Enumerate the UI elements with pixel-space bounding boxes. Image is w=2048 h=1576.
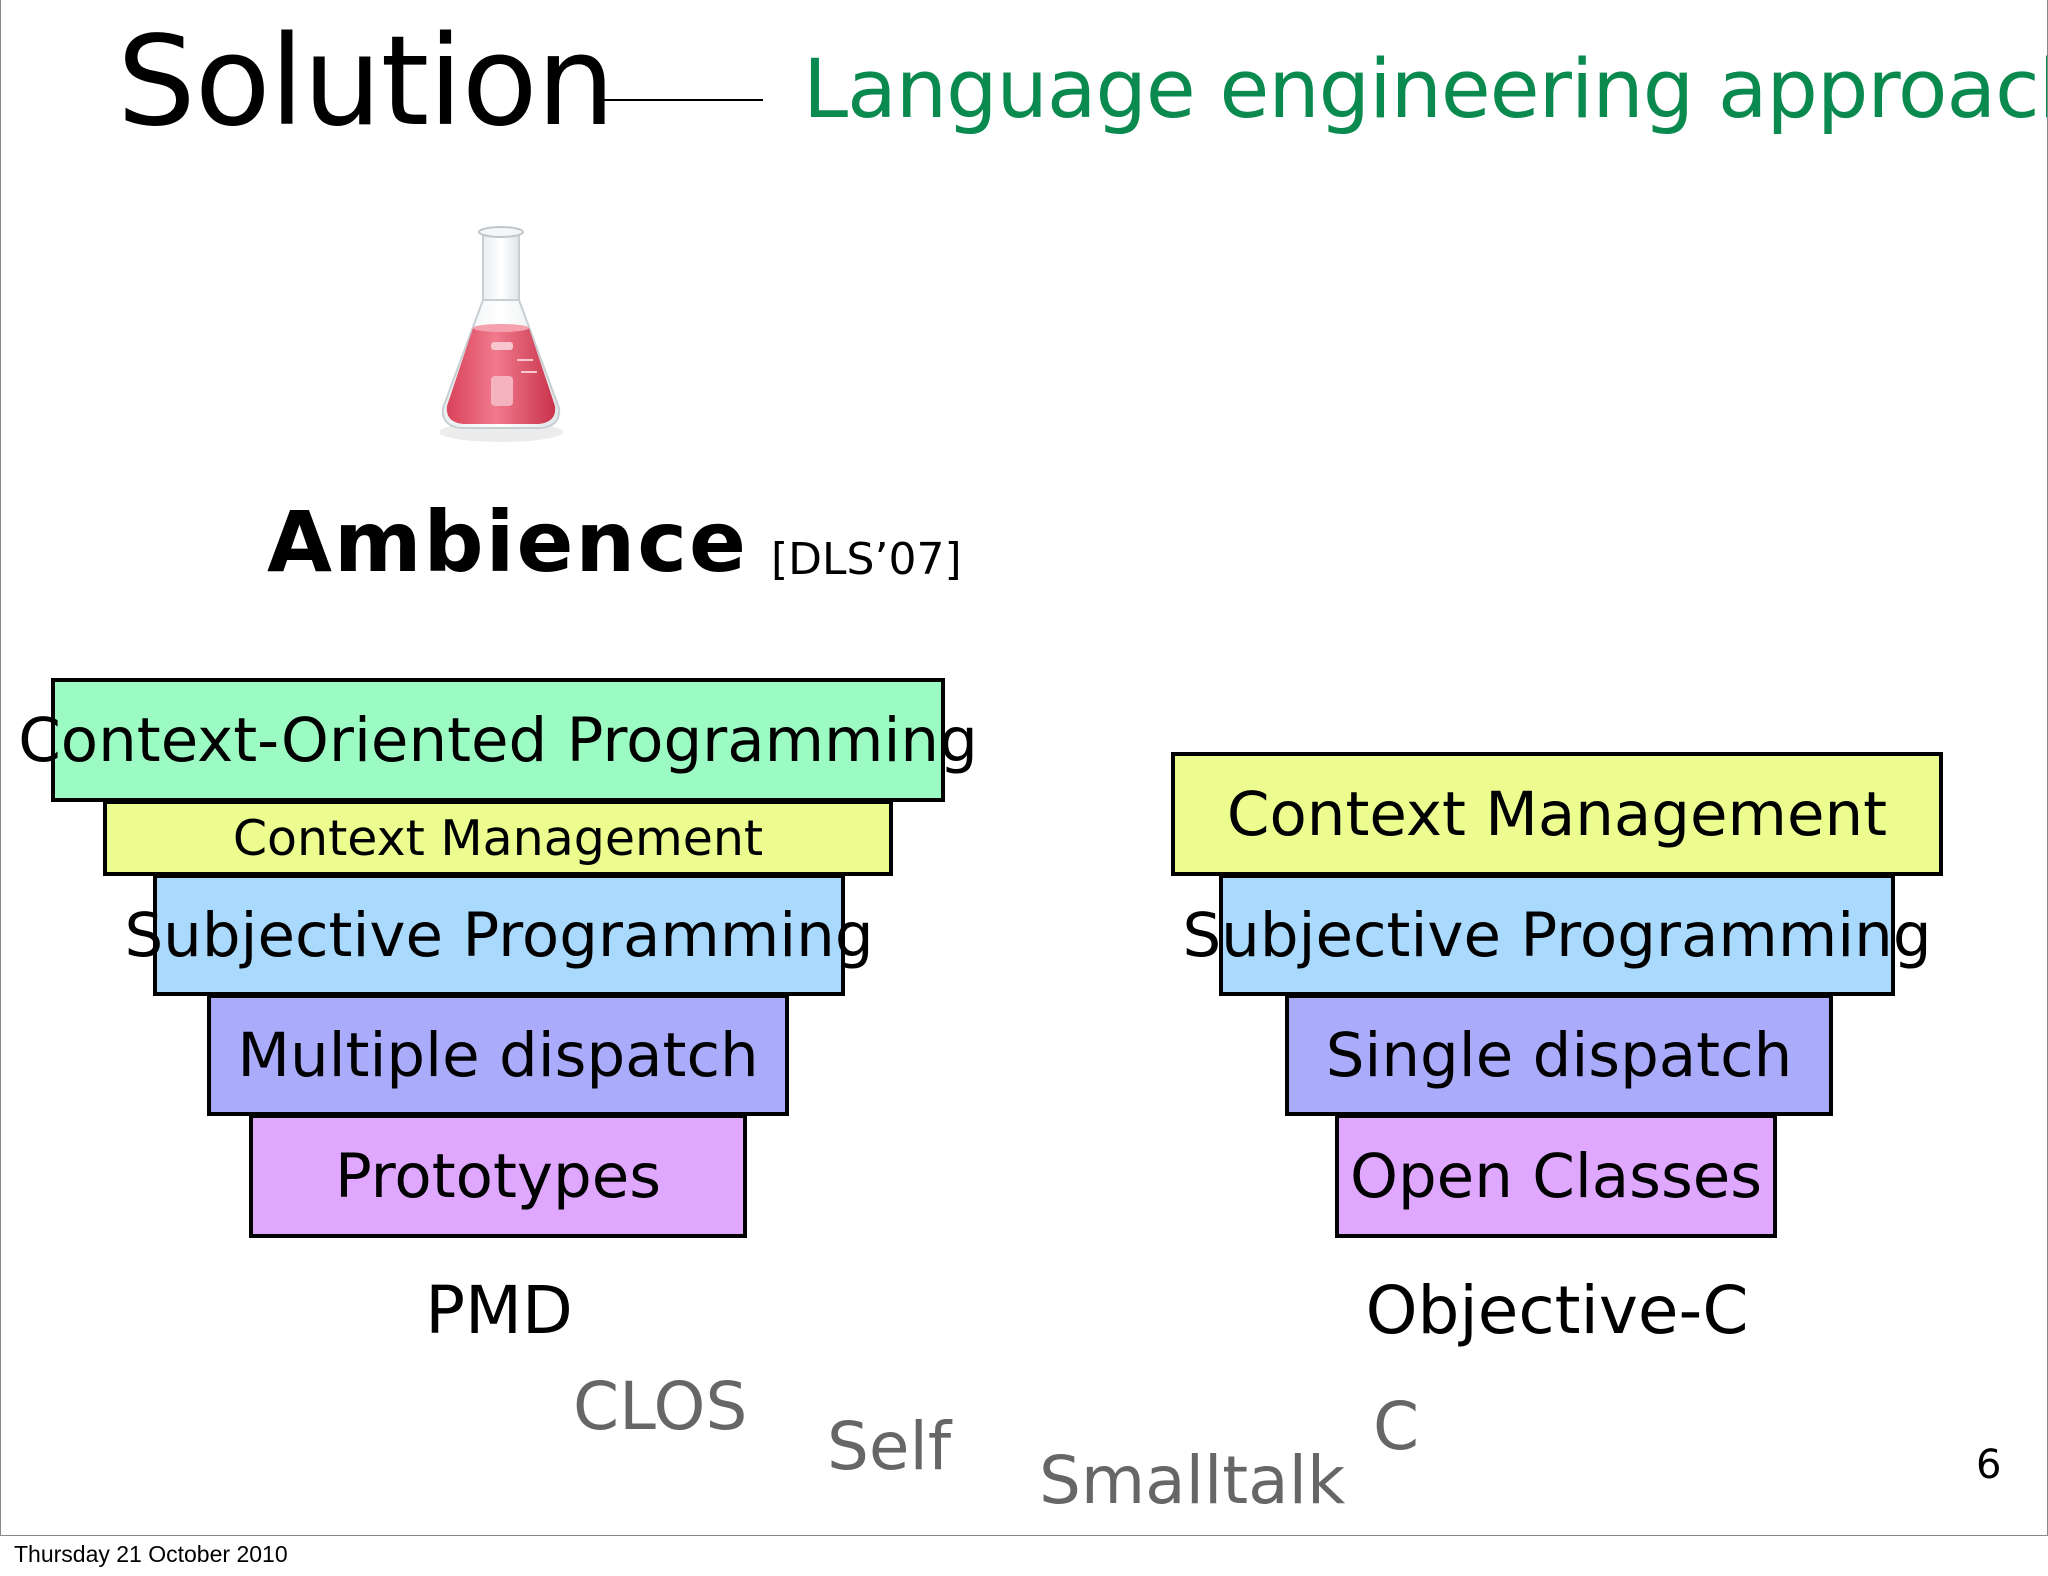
slide-subtitle: Language engineering approach bbox=[803, 43, 2048, 137]
slide-title: Solution bbox=[117, 10, 615, 154]
title-divider bbox=[599, 99, 763, 101]
erlenmeyer-flask-icon bbox=[439, 226, 563, 442]
influence-clos: CLOS bbox=[573, 1368, 748, 1445]
slide: Solution Language engineering approach bbox=[0, 0, 2048, 1536]
influence-c: C bbox=[1373, 1388, 1420, 1465]
layer-single-dispatch: Single dispatch bbox=[1285, 994, 1833, 1116]
footer-date: Thursday 21 October 2010 bbox=[14, 1541, 288, 1567]
layer-subjective-programming: Subjective Programming bbox=[124, 874, 874, 996]
layer-context-oriented-programming: Context-Oriented Programming bbox=[18, 678, 978, 802]
layer-open-classes: Open Classes bbox=[1335, 1114, 1777, 1238]
layer-context-management: Context Management bbox=[103, 800, 893, 876]
layer-prototypes: Prototypes bbox=[249, 1114, 747, 1238]
language-label-objective-c: Objective-C bbox=[1365, 1272, 1749, 1349]
citation: [DLS’07] bbox=[771, 534, 962, 585]
influence-self: Self bbox=[827, 1408, 952, 1485]
layer-multiple-dispatch: Multiple dispatch bbox=[207, 994, 789, 1116]
page-number: 6 bbox=[1976, 1442, 2002, 1488]
layer-context-management: Context Management bbox=[1171, 752, 1943, 876]
layer-subjective-programming: Subjective Programming bbox=[1182, 874, 1932, 996]
language-label-pmd: PMD bbox=[425, 1272, 573, 1349]
influence-smalltalk: Smalltalk bbox=[1039, 1442, 1346, 1519]
ambience-title: Ambience bbox=[267, 493, 748, 591]
